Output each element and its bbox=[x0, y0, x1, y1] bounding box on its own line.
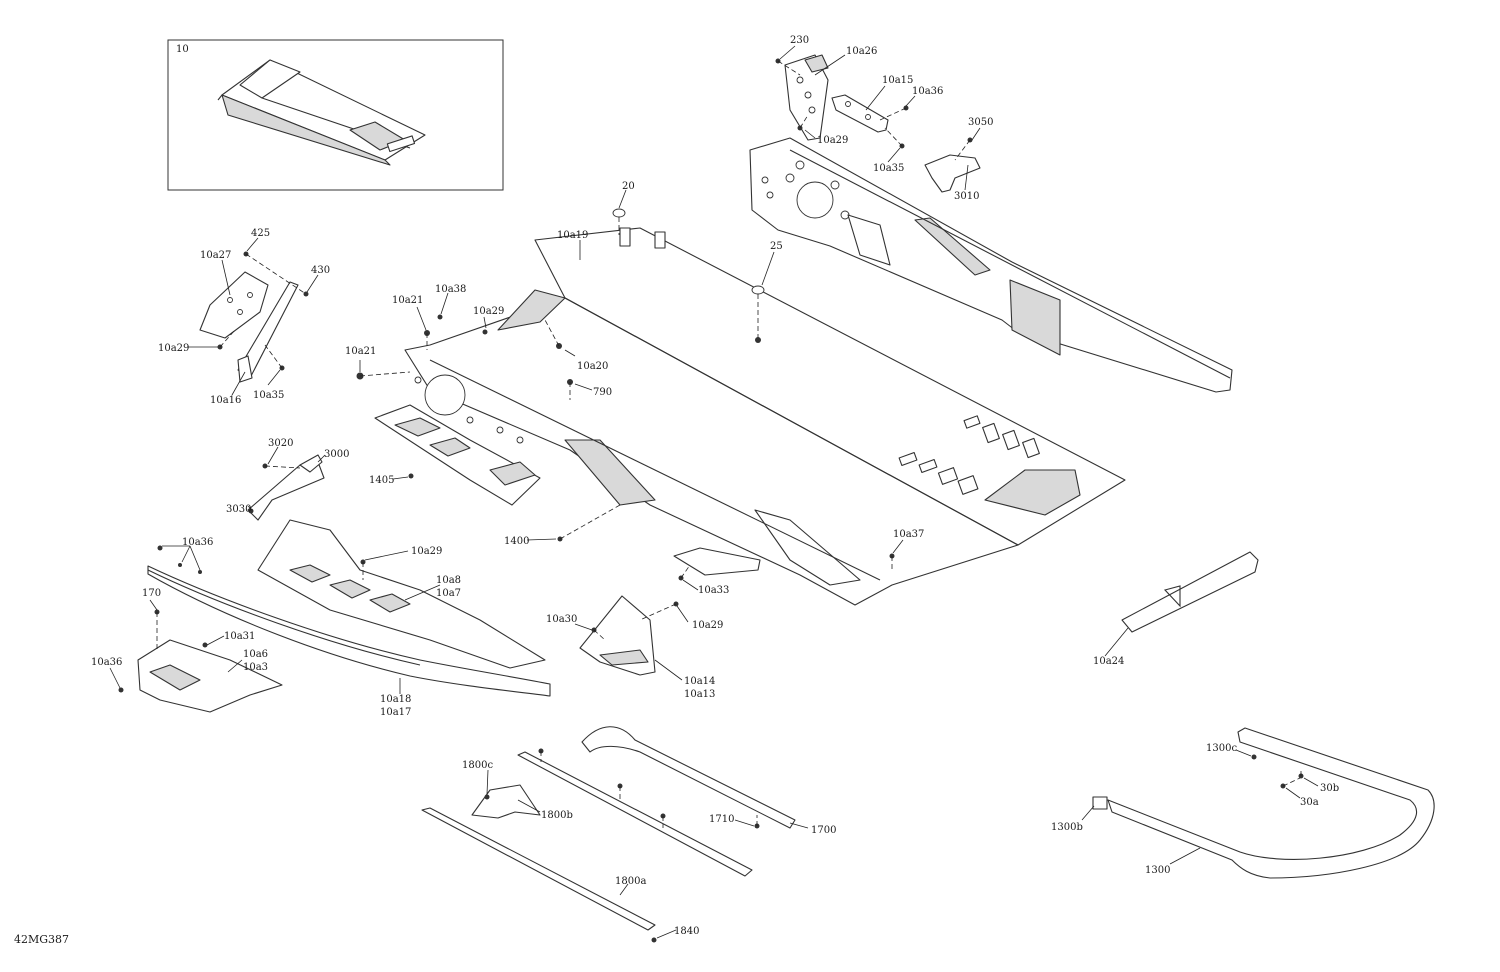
rear-tunnel-section bbox=[749, 137, 1233, 393]
brace-3010 bbox=[924, 154, 981, 193]
drawing-code: 42MG387 bbox=[14, 933, 69, 946]
callout-425: 425 bbox=[251, 228, 270, 239]
callout-10a36-left: 10a36 bbox=[182, 537, 213, 548]
callout-1300b: 1300b bbox=[1051, 822, 1083, 833]
callout-10a16: 10a16 bbox=[210, 395, 241, 406]
callout-10a7: 10a7 bbox=[436, 588, 461, 599]
callout-10a36-far: 10a36 bbox=[91, 657, 122, 668]
callout-790: 790 bbox=[593, 387, 612, 398]
callout-10a30: 10a30 bbox=[546, 614, 577, 625]
main-tunnel bbox=[374, 227, 1126, 606]
callout-1400: 1400 bbox=[504, 536, 529, 547]
callout-labels: 230 10a26 10a15 10a36 10a29 10a35 3050 3… bbox=[91, 35, 1339, 937]
callout-1300c: 1300c bbox=[1206, 743, 1237, 754]
callout-430: 430 bbox=[311, 265, 330, 276]
bracket-1800b bbox=[471, 784, 541, 819]
footrest-panel-10a8 bbox=[257, 519, 546, 669]
callout-10a38: 10a38 bbox=[435, 284, 466, 295]
callout-3010: 3010 bbox=[954, 191, 979, 202]
callout-10a35-top: 10a35 bbox=[873, 163, 904, 174]
inset-tunnel-drawing bbox=[217, 59, 426, 166]
callout-10a36-top: 10a36 bbox=[912, 86, 943, 97]
callout-10a21-a: 10a21 bbox=[392, 295, 423, 306]
callout-10a8: 10a8 bbox=[436, 575, 461, 586]
bracket-10a15 bbox=[831, 94, 889, 133]
callout-10a37: 10a37 bbox=[893, 529, 924, 540]
callout-170: 170 bbox=[142, 588, 161, 599]
callout-10a6: 10a6 bbox=[243, 649, 268, 660]
callout-20: 20 bbox=[622, 181, 635, 192]
callout-1800c: 1800c bbox=[462, 760, 493, 771]
bracket-10a26 bbox=[784, 54, 829, 141]
callout-10a29-left: 10a29 bbox=[158, 343, 189, 354]
leader-lines bbox=[109, 45, 1319, 939]
bracket-3000 bbox=[247, 454, 325, 521]
running-board-1800b bbox=[517, 751, 753, 877]
callout-1840: 1840 bbox=[674, 926, 699, 937]
callout-10a35-left: 10a35 bbox=[253, 390, 284, 401]
front-bumper-10a18 bbox=[147, 565, 551, 697]
callout-1300: 1300 bbox=[1145, 865, 1170, 876]
rail-10a24 bbox=[1121, 551, 1259, 633]
callout-10a21-b: 10a21 bbox=[345, 346, 376, 357]
callout-10a3: 10a3 bbox=[243, 662, 268, 673]
rear-bumper-1300 bbox=[1092, 727, 1435, 879]
callout-10a29-mid: 10a29 bbox=[473, 306, 504, 317]
callout-1700: 1700 bbox=[811, 825, 836, 836]
bracket-10a27 bbox=[199, 271, 269, 339]
callout-1405: 1405 bbox=[369, 475, 394, 486]
bracket-10a33 bbox=[673, 547, 761, 576]
inset-label: 10 bbox=[176, 44, 189, 55]
callout-1800b: 1800b bbox=[541, 810, 573, 821]
callout-3000: 3000 bbox=[324, 449, 349, 460]
gusset-10a14 bbox=[579, 595, 656, 676]
callout-30b: 30b bbox=[1320, 783, 1339, 794]
assembly-dashed-lines bbox=[156, 60, 1302, 828]
callout-1800a: 1800a bbox=[615, 876, 646, 887]
callout-3020: 3020 bbox=[268, 438, 293, 449]
callout-25: 25 bbox=[770, 241, 783, 252]
callout-3050: 3050 bbox=[968, 117, 993, 128]
callout-10a24: 10a24 bbox=[1093, 656, 1124, 667]
callout-10a29-low: 10a29 bbox=[411, 546, 442, 557]
callout-10a19: 10a19 bbox=[557, 230, 588, 241]
callout-10a33: 10a33 bbox=[698, 585, 729, 596]
callout-10a15: 10a15 bbox=[882, 75, 913, 86]
inset-assembly-10: 10 bbox=[167, 39, 504, 191]
skid-plate-10a6 bbox=[137, 639, 283, 713]
callout-10a13: 10a13 bbox=[684, 689, 715, 700]
callout-10a29-right: 10a29 bbox=[692, 620, 723, 631]
callout-30a: 30a bbox=[1300, 797, 1319, 808]
callout-10a17: 10a17 bbox=[380, 707, 411, 718]
callout-3030: 3030 bbox=[226, 504, 251, 515]
callout-10a14: 10a14 bbox=[684, 676, 715, 687]
running-board-1800a bbox=[421, 807, 656, 931]
running-board-1700 bbox=[581, 726, 796, 829]
callout-10a18: 10a18 bbox=[380, 694, 411, 705]
callout-10a27: 10a27 bbox=[200, 250, 231, 261]
callout-10a29-top: 10a29 bbox=[817, 135, 848, 146]
inset-frame bbox=[167, 39, 504, 191]
brace-10a16 bbox=[237, 281, 299, 383]
callout-10a31: 10a31 bbox=[224, 631, 255, 642]
callout-10a26: 10a26 bbox=[846, 46, 877, 57]
callout-1710: 1710 bbox=[709, 814, 734, 825]
callout-230: 230 bbox=[790, 35, 809, 46]
callout-10a20: 10a20 bbox=[577, 361, 608, 372]
